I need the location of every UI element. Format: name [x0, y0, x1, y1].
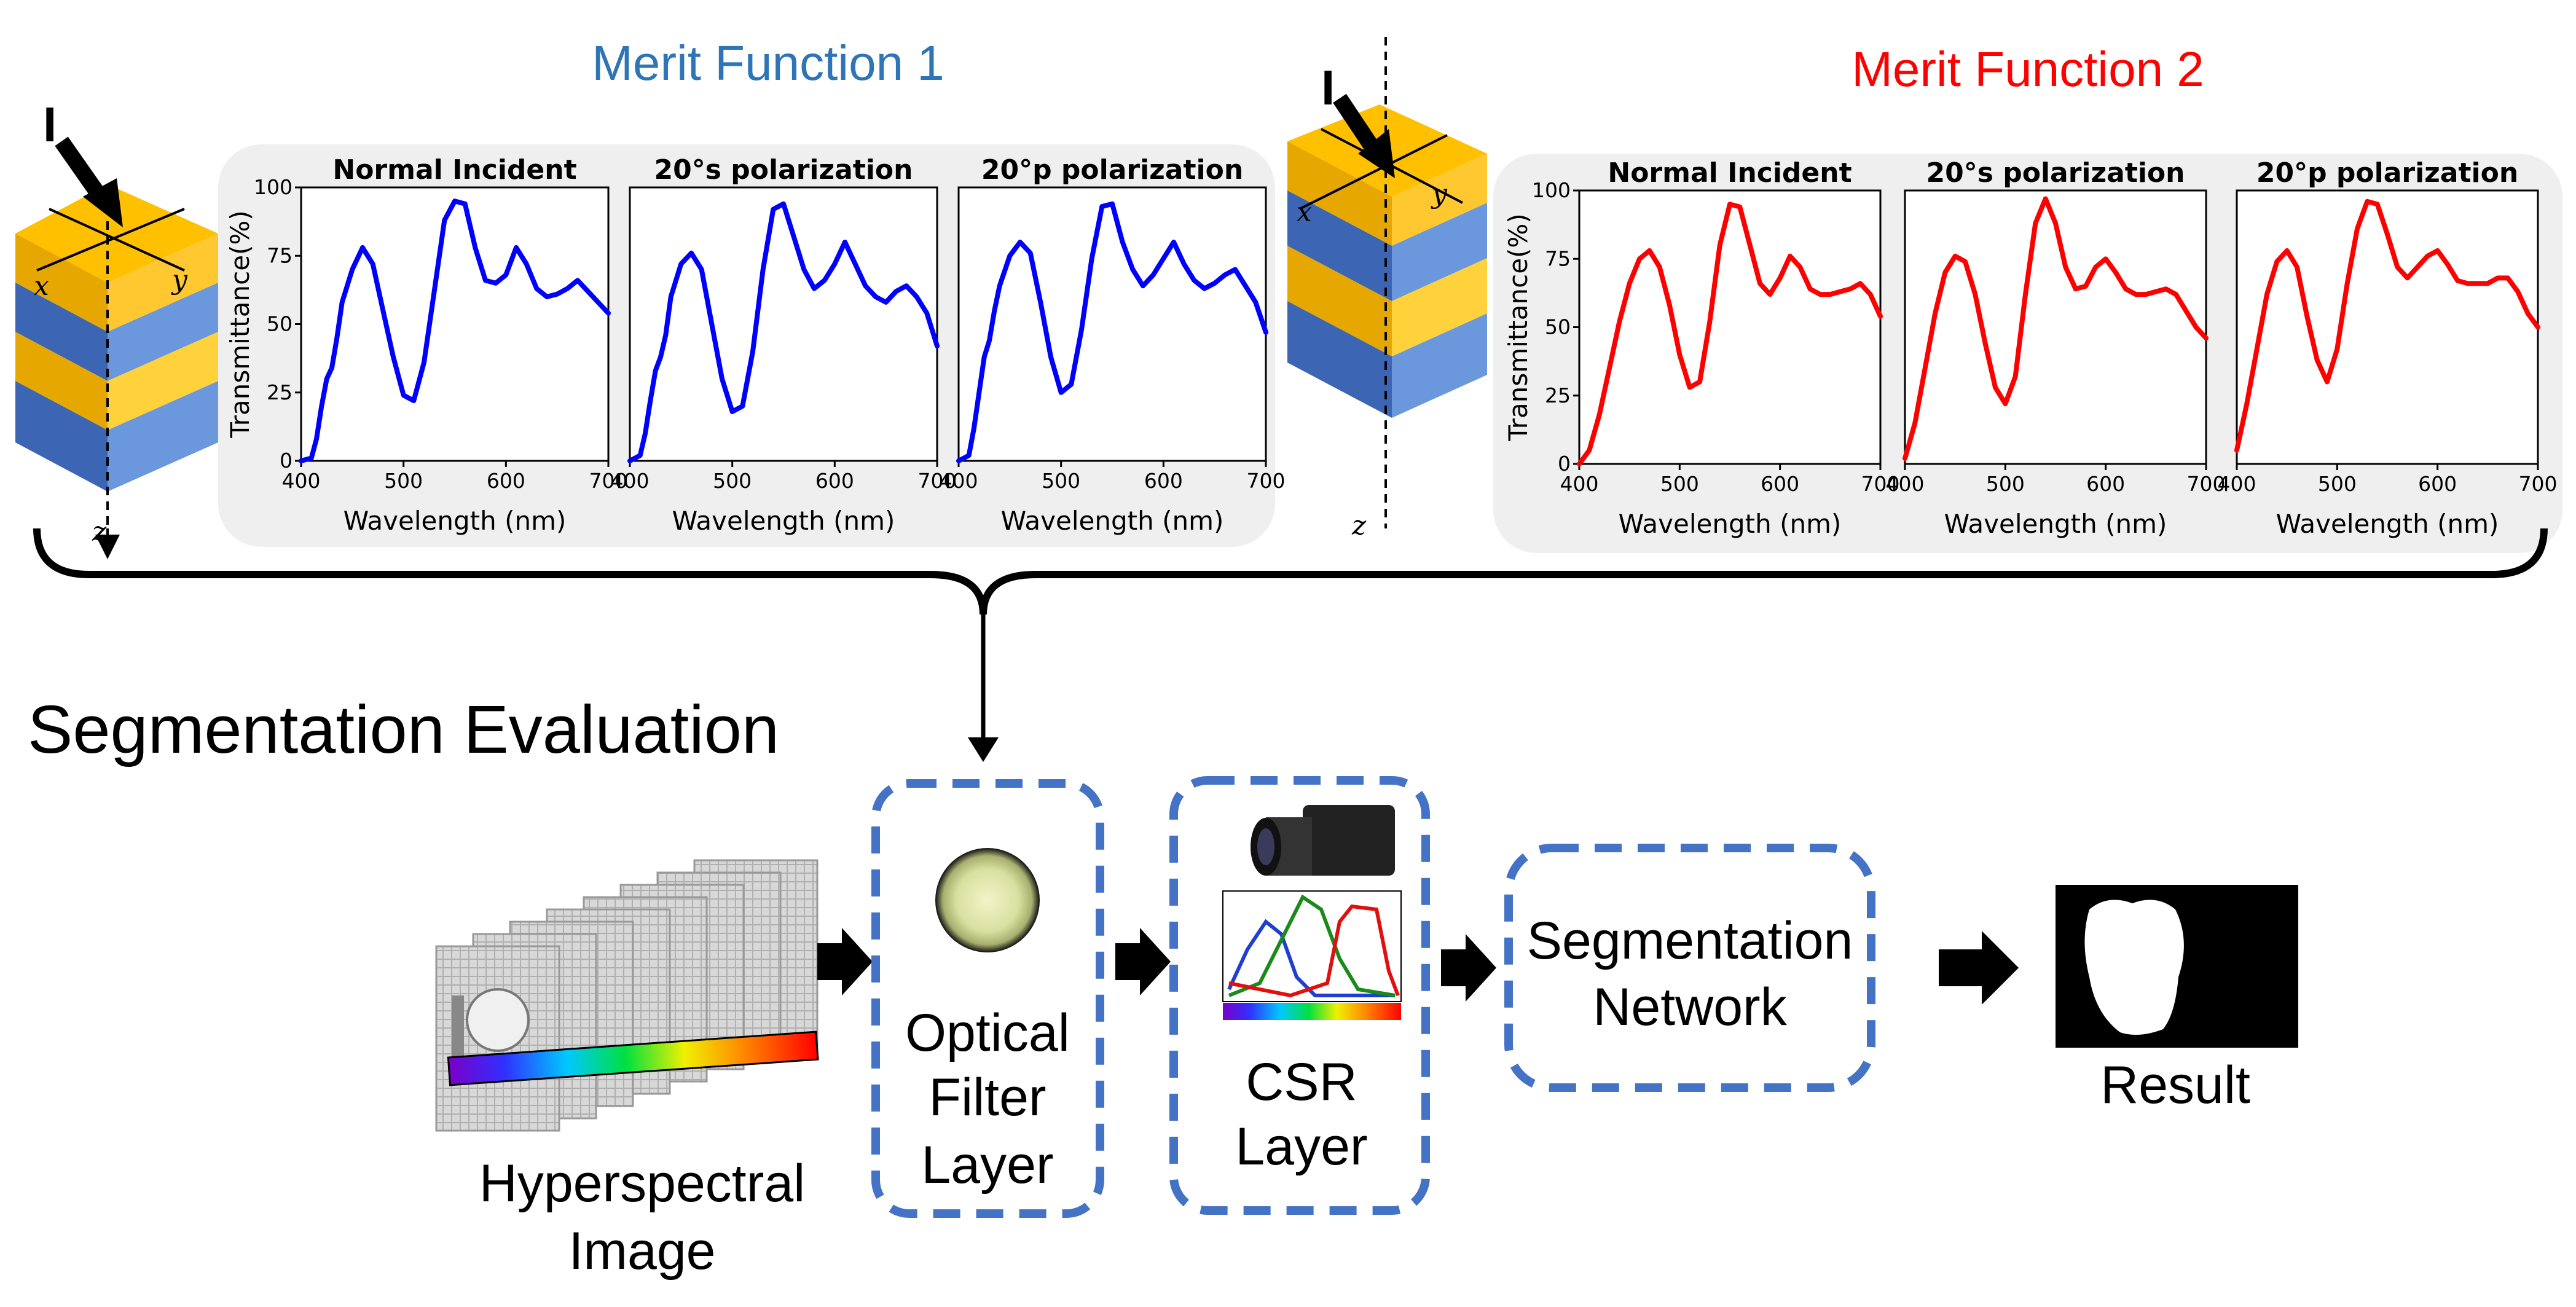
chart-4-xlabel: Wavelength (nm): [1619, 509, 1842, 539]
arrow-filter-to-csr: [1115, 928, 1171, 995]
segmentation-label-line-2: Network: [1593, 978, 1787, 1037]
hyperspectral-label-line-2: Image: [568, 1222, 715, 1281]
segmentation-label-line-1: Segmentation: [1527, 911, 1853, 970]
chart-1-ytick-label: 25: [267, 380, 293, 404]
chart-6-xlabel: Wavelength (nm): [2276, 509, 2499, 539]
thin-film-stack-2: [1287, 37, 1487, 528]
stack-1-incident-label: I: [43, 97, 57, 152]
chart-4-xtick-label: 700: [1861, 472, 1900, 496]
brace-arrowhead: [968, 737, 999, 762]
chart-3-series-line: [956, 201, 1268, 463]
arrow-network-to-result: [1939, 931, 2019, 1005]
chart-6-xtick-label: 700: [2519, 472, 2558, 496]
chart-3-xtick-label: 700: [1247, 469, 1286, 493]
stack-1-y-label: y: [171, 264, 188, 296]
camera-icon: [1251, 805, 1395, 876]
optical-filter-box: [871, 779, 1104, 1218]
merit-function-1-title: Merit Function 1: [592, 36, 944, 90]
chart-1-xtick-label: 500: [384, 469, 423, 493]
optical-filter-label-line-3: Layer: [921, 1136, 1053, 1195]
chart-2-xtick-label: 500: [713, 469, 752, 493]
optical-filter-lens: [935, 848, 1040, 952]
stack-2-incident-label: I: [1321, 60, 1335, 115]
csr-sensitivity-plot: [1222, 890, 1402, 1020]
chart-1-series-line: [299, 198, 611, 463]
chart-6-xtick-label: 600: [2418, 472, 2457, 496]
result-label: Result: [2100, 1056, 2250, 1115]
stack-2-y-label: y: [1431, 178, 1448, 210]
chart-6-xtick-label: 400: [2218, 472, 2256, 496]
thin-film-stack-1: [15, 136, 218, 559]
chart-1-xlabel: Wavelength (nm): [344, 506, 567, 536]
chart-4-series-line: [1577, 202, 1883, 466]
chart-4-xtick-label: 400: [1560, 472, 1599, 496]
chart-5-xlabel: Wavelength (nm): [1944, 509, 2167, 539]
segmentation-network-box: [1504, 844, 1875, 1092]
chart-3-xlabel: Wavelength (nm): [1001, 506, 1224, 536]
stack-1-z-label: z: [92, 516, 107, 548]
chart-4-ytick-label: 100: [1532, 178, 1571, 202]
chart-5-xtick-label: 400: [1886, 472, 1925, 496]
chart-1-ytick-label: 0: [280, 449, 293, 473]
chart-1-xtick-label: 600: [487, 469, 525, 493]
chart-6-series-line: [2234, 198, 2540, 453]
chart-2-xlabel: Wavelength (nm): [672, 506, 895, 536]
chart-3-xtick-label: 600: [1144, 469, 1183, 493]
result-mask-image: [2056, 885, 2298, 1048]
chart-5-title: 20°s polarization: [1926, 157, 2185, 189]
chart-2-title: 20°s polarization: [654, 154, 913, 186]
chart-2-xtick-label: 400: [611, 469, 650, 493]
hyperspectral-wavelength-bar: [447, 1030, 819, 1086]
chart-3-plot-area: [957, 186, 1267, 462]
chart-1-xtick-label: 400: [282, 469, 321, 493]
chart-6-title: 20°p polarization: [2256, 157, 2518, 189]
chart-1-xtick-label: 700: [589, 469, 628, 493]
chart-4-xtick-label: 500: [1660, 472, 1699, 496]
optical-filter-label-line-2: Filter: [929, 1068, 1046, 1127]
chart-3-xtick-label: 500: [1042, 469, 1080, 493]
chart-3-xtick-label: 400: [940, 469, 978, 493]
chart-2-xtick-label: 700: [918, 469, 957, 493]
chart-4-ylabel: Transmittance(%): [1503, 213, 1533, 441]
optical-filter-label-line-1: Optical: [905, 1003, 1070, 1062]
chart-2-series-line: [627, 201, 940, 463]
chart-1-ytick-label: 75: [267, 243, 293, 267]
chart-5-xtick-label: 700: [2187, 472, 2226, 496]
stack-2-x-label: x: [1297, 197, 1312, 228]
chart-1-ytick-label: 100: [254, 175, 293, 199]
chart-5-xtick-label: 600: [2086, 472, 2125, 496]
section-title: Segmentation Evaluation: [28, 692, 779, 767]
hyperspectral-cube-image: [435, 859, 819, 1132]
chart-1-title: Normal Incident: [332, 154, 576, 186]
chart-5-plot-area: [1904, 189, 2207, 465]
chart-5-xtick-label: 500: [1986, 472, 2025, 496]
chart-4-xtick-label: 600: [1761, 472, 1799, 496]
chart-2-plot-area: [629, 186, 938, 462]
chart-2-xtick-label: 600: [815, 469, 854, 493]
csr-label-line-1: CSR: [1246, 1053, 1357, 1112]
chart-3-title: 20°p polarization: [981, 154, 1243, 186]
chart-4-ytick-label: 75: [1545, 246, 1571, 270]
chart-1-ylabel: Transmittance(%): [225, 210, 255, 438]
chart-4-ytick-label: 50: [1545, 315, 1571, 339]
chart-4-ytick-label: 0: [1558, 452, 1571, 476]
chart-4-title: Normal Incident: [1608, 157, 1852, 189]
stack-2-z-label: z: [1351, 510, 1367, 541]
csr-label-line-2: Layer: [1235, 1117, 1367, 1176]
stack-1-x-label: x: [34, 270, 49, 302]
chart-5-series-line: [1903, 196, 2209, 461]
chart-4-plot-area: [1578, 189, 1882, 465]
arrow-csr-to-network: [1441, 934, 1496, 1002]
arrow-hsi-to-filter: [817, 928, 873, 995]
chart-4-ytick-label: 25: [1545, 383, 1571, 407]
chart-1-plot-area: [300, 186, 610, 462]
chart-1-ytick-label: 50: [267, 312, 293, 336]
csr-box: [1169, 776, 1430, 1215]
chart-6-xtick-label: 500: [2318, 472, 2357, 496]
merit-function-2-title: Merit Function 2: [1852, 42, 2204, 96]
hyperspectral-label-line-1: Hyperspectral: [479, 1154, 806, 1213]
